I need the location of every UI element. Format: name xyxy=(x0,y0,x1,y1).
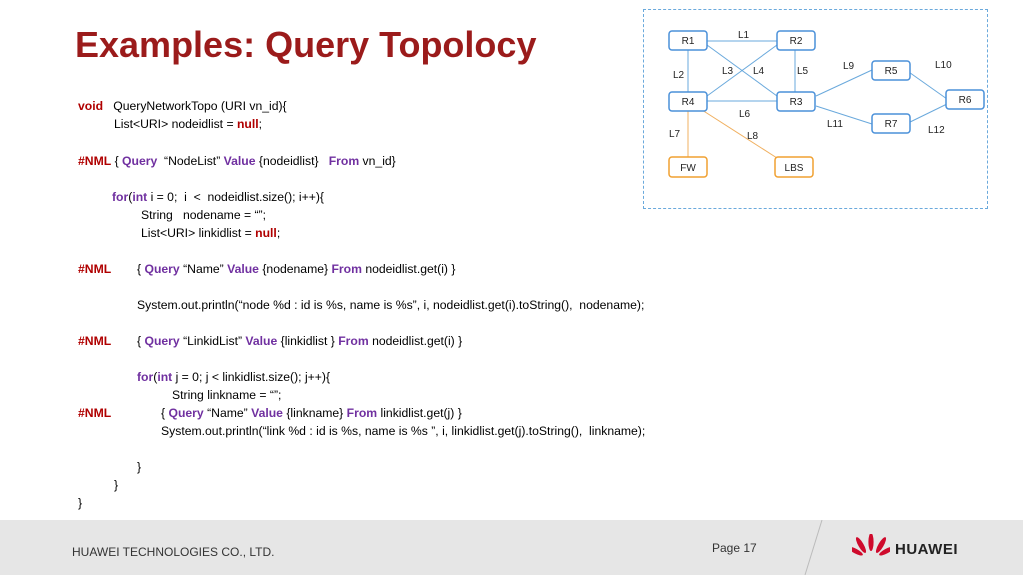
nml-tag: #NML xyxy=(78,406,112,420)
code-line-7: #NML xyxy=(78,261,111,277)
code-text: nodeidlist.get(i) } xyxy=(361,262,456,276)
nml-tag: #NML xyxy=(78,334,112,348)
code-text: vn_id} xyxy=(359,154,396,168)
keyword-value: Value xyxy=(245,334,278,348)
keyword-for: for xyxy=(137,370,154,384)
huawei-logo-icon xyxy=(852,534,890,556)
code-line-9: #NML xyxy=(78,333,111,349)
code-text: “Name” xyxy=(179,262,228,276)
close-brace: } xyxy=(137,460,142,474)
code-text: { xyxy=(137,262,145,276)
close-brace: } xyxy=(114,478,119,492)
page-number: Page 17 xyxy=(712,541,757,555)
close-brace: } xyxy=(78,496,83,510)
topology-diagram: L1 L2 L3 L4 L5 L6 L7 L8 L9 L10 L11 L12 R… xyxy=(643,9,988,209)
code-text: {nodeidlist} xyxy=(255,154,329,168)
keyword-void: void xyxy=(78,99,104,113)
code-line-12b: { Query “Name” Value {linkname} From lin… xyxy=(161,405,462,421)
link-label-l1: L1 xyxy=(738,30,750,41)
keyword-from: From xyxy=(338,334,369,348)
node-r5: R5 xyxy=(885,66,898,77)
keyword-for: for xyxy=(112,190,129,204)
keyword-query: Query xyxy=(122,154,158,168)
code-line-12: #NML xyxy=(78,405,111,421)
link-label-l4: L4 xyxy=(753,66,765,77)
code-text: {linkidlist } xyxy=(277,334,339,348)
code-text: ( xyxy=(153,370,158,384)
code-text: nodeidlist.get(i) } xyxy=(368,334,463,348)
keyword-from: From xyxy=(328,154,360,168)
link-label-l6: L6 xyxy=(739,109,751,120)
code-text: ; xyxy=(276,226,281,240)
keyword-query: Query xyxy=(144,334,180,348)
code-line-7b: { Query “Name” Value {nodename} From nod… xyxy=(137,261,455,277)
code-line-1: void QueryNetworkTopo (URI vn_id){ xyxy=(78,98,287,114)
link-label-l9: L9 xyxy=(843,61,855,72)
link-label-l2: L2 xyxy=(673,70,685,81)
node-fw: FW xyxy=(680,163,696,174)
node-r1: R1 xyxy=(682,36,695,47)
company-name: HUAWEI TECHNOLOGIES CO., LTD. xyxy=(72,545,275,559)
code-text: { xyxy=(161,406,169,420)
nml-tag: #NML xyxy=(78,262,112,276)
code-text: i = 0; i < nodeidlist.size(); i++){ xyxy=(147,190,325,204)
code-text: “LinkidList” xyxy=(179,334,246,348)
topology-svg: L1 L2 L3 L4 L5 L6 L7 L8 L9 L10 L11 L12 R… xyxy=(668,30,985,178)
keyword-value: Value xyxy=(251,406,283,420)
code-line-5: String nodename = “”; xyxy=(141,208,266,222)
code-text: {linkname} xyxy=(282,406,347,420)
link-label-l5: L5 xyxy=(797,66,809,77)
code-text: { xyxy=(111,154,123,168)
code-text: List<URI> nodeidlist = xyxy=(114,117,237,131)
code-line-8: System.out.println(“node %d : id is %s, … xyxy=(137,298,645,312)
code-text: List<URI> linkidlist = xyxy=(141,226,256,240)
code-text: ( xyxy=(128,190,133,204)
keyword-query: Query xyxy=(168,406,204,420)
link-label-l11: L11 xyxy=(827,119,843,130)
keyword-from: From xyxy=(331,262,362,276)
code-text: {nodename} xyxy=(258,262,332,276)
code-line-11: String linkname = “”; xyxy=(172,388,282,402)
node-r3: R3 xyxy=(790,97,803,108)
code-text: “NodeList” xyxy=(157,154,224,168)
code-text: “Name” xyxy=(203,406,252,420)
keyword-int: int xyxy=(157,370,173,384)
link-label-l10: L10 xyxy=(935,60,952,71)
nml-tag: #NML xyxy=(78,154,112,168)
node-lbs: LBS xyxy=(785,163,804,174)
keyword-query: Query xyxy=(144,262,180,276)
code-line-10: for(int j = 0; j < linkidlist.size(); j+… xyxy=(137,369,330,385)
code-text: linkidlist.get(j) } xyxy=(377,406,462,420)
node-r6: R6 xyxy=(959,95,972,106)
code-text: { xyxy=(137,334,145,348)
footer-decoration xyxy=(804,520,823,575)
node-r7: R7 xyxy=(885,119,898,130)
code-line-2: List<URI> nodeidlist = null; xyxy=(114,116,262,132)
node-r4: R4 xyxy=(682,97,695,108)
keyword-value: Value xyxy=(223,154,256,168)
keyword-from: From xyxy=(346,406,378,420)
keyword-value: Value xyxy=(227,262,259,276)
node-r2: R2 xyxy=(790,36,803,47)
keyword-null: null xyxy=(255,226,277,240)
code-line-9b: { Query “LinkidList” Value {linkidlist }… xyxy=(137,333,462,349)
link-label-l3: L3 xyxy=(722,66,734,77)
keyword-int: int xyxy=(132,190,148,204)
link-label-l7: L7 xyxy=(669,129,681,140)
code-line-13: System.out.println(“link %d : id is %s, … xyxy=(161,424,646,438)
code-line-3: #NML { Query “NodeList” Value {nodeidlis… xyxy=(78,153,396,169)
huawei-logo-text: HUAWEI xyxy=(895,541,958,558)
keyword-null: null xyxy=(236,117,259,131)
code-line-6: List<URI> linkidlist = null; xyxy=(141,225,280,241)
code-text: QueryNetworkTopo (URI vn_id){ xyxy=(113,99,287,113)
link-label-l12: L12 xyxy=(928,125,945,136)
code-text: j = 0; j < linkidlist.size(); j++){ xyxy=(172,370,331,384)
code-line-4: for(int i = 0; i < nodeidlist.size(); i+… xyxy=(112,189,324,205)
link-label-l8: L8 xyxy=(747,131,759,142)
slide-title: Examples: Query Topolocy xyxy=(75,24,537,65)
code-text: ; xyxy=(258,117,263,131)
